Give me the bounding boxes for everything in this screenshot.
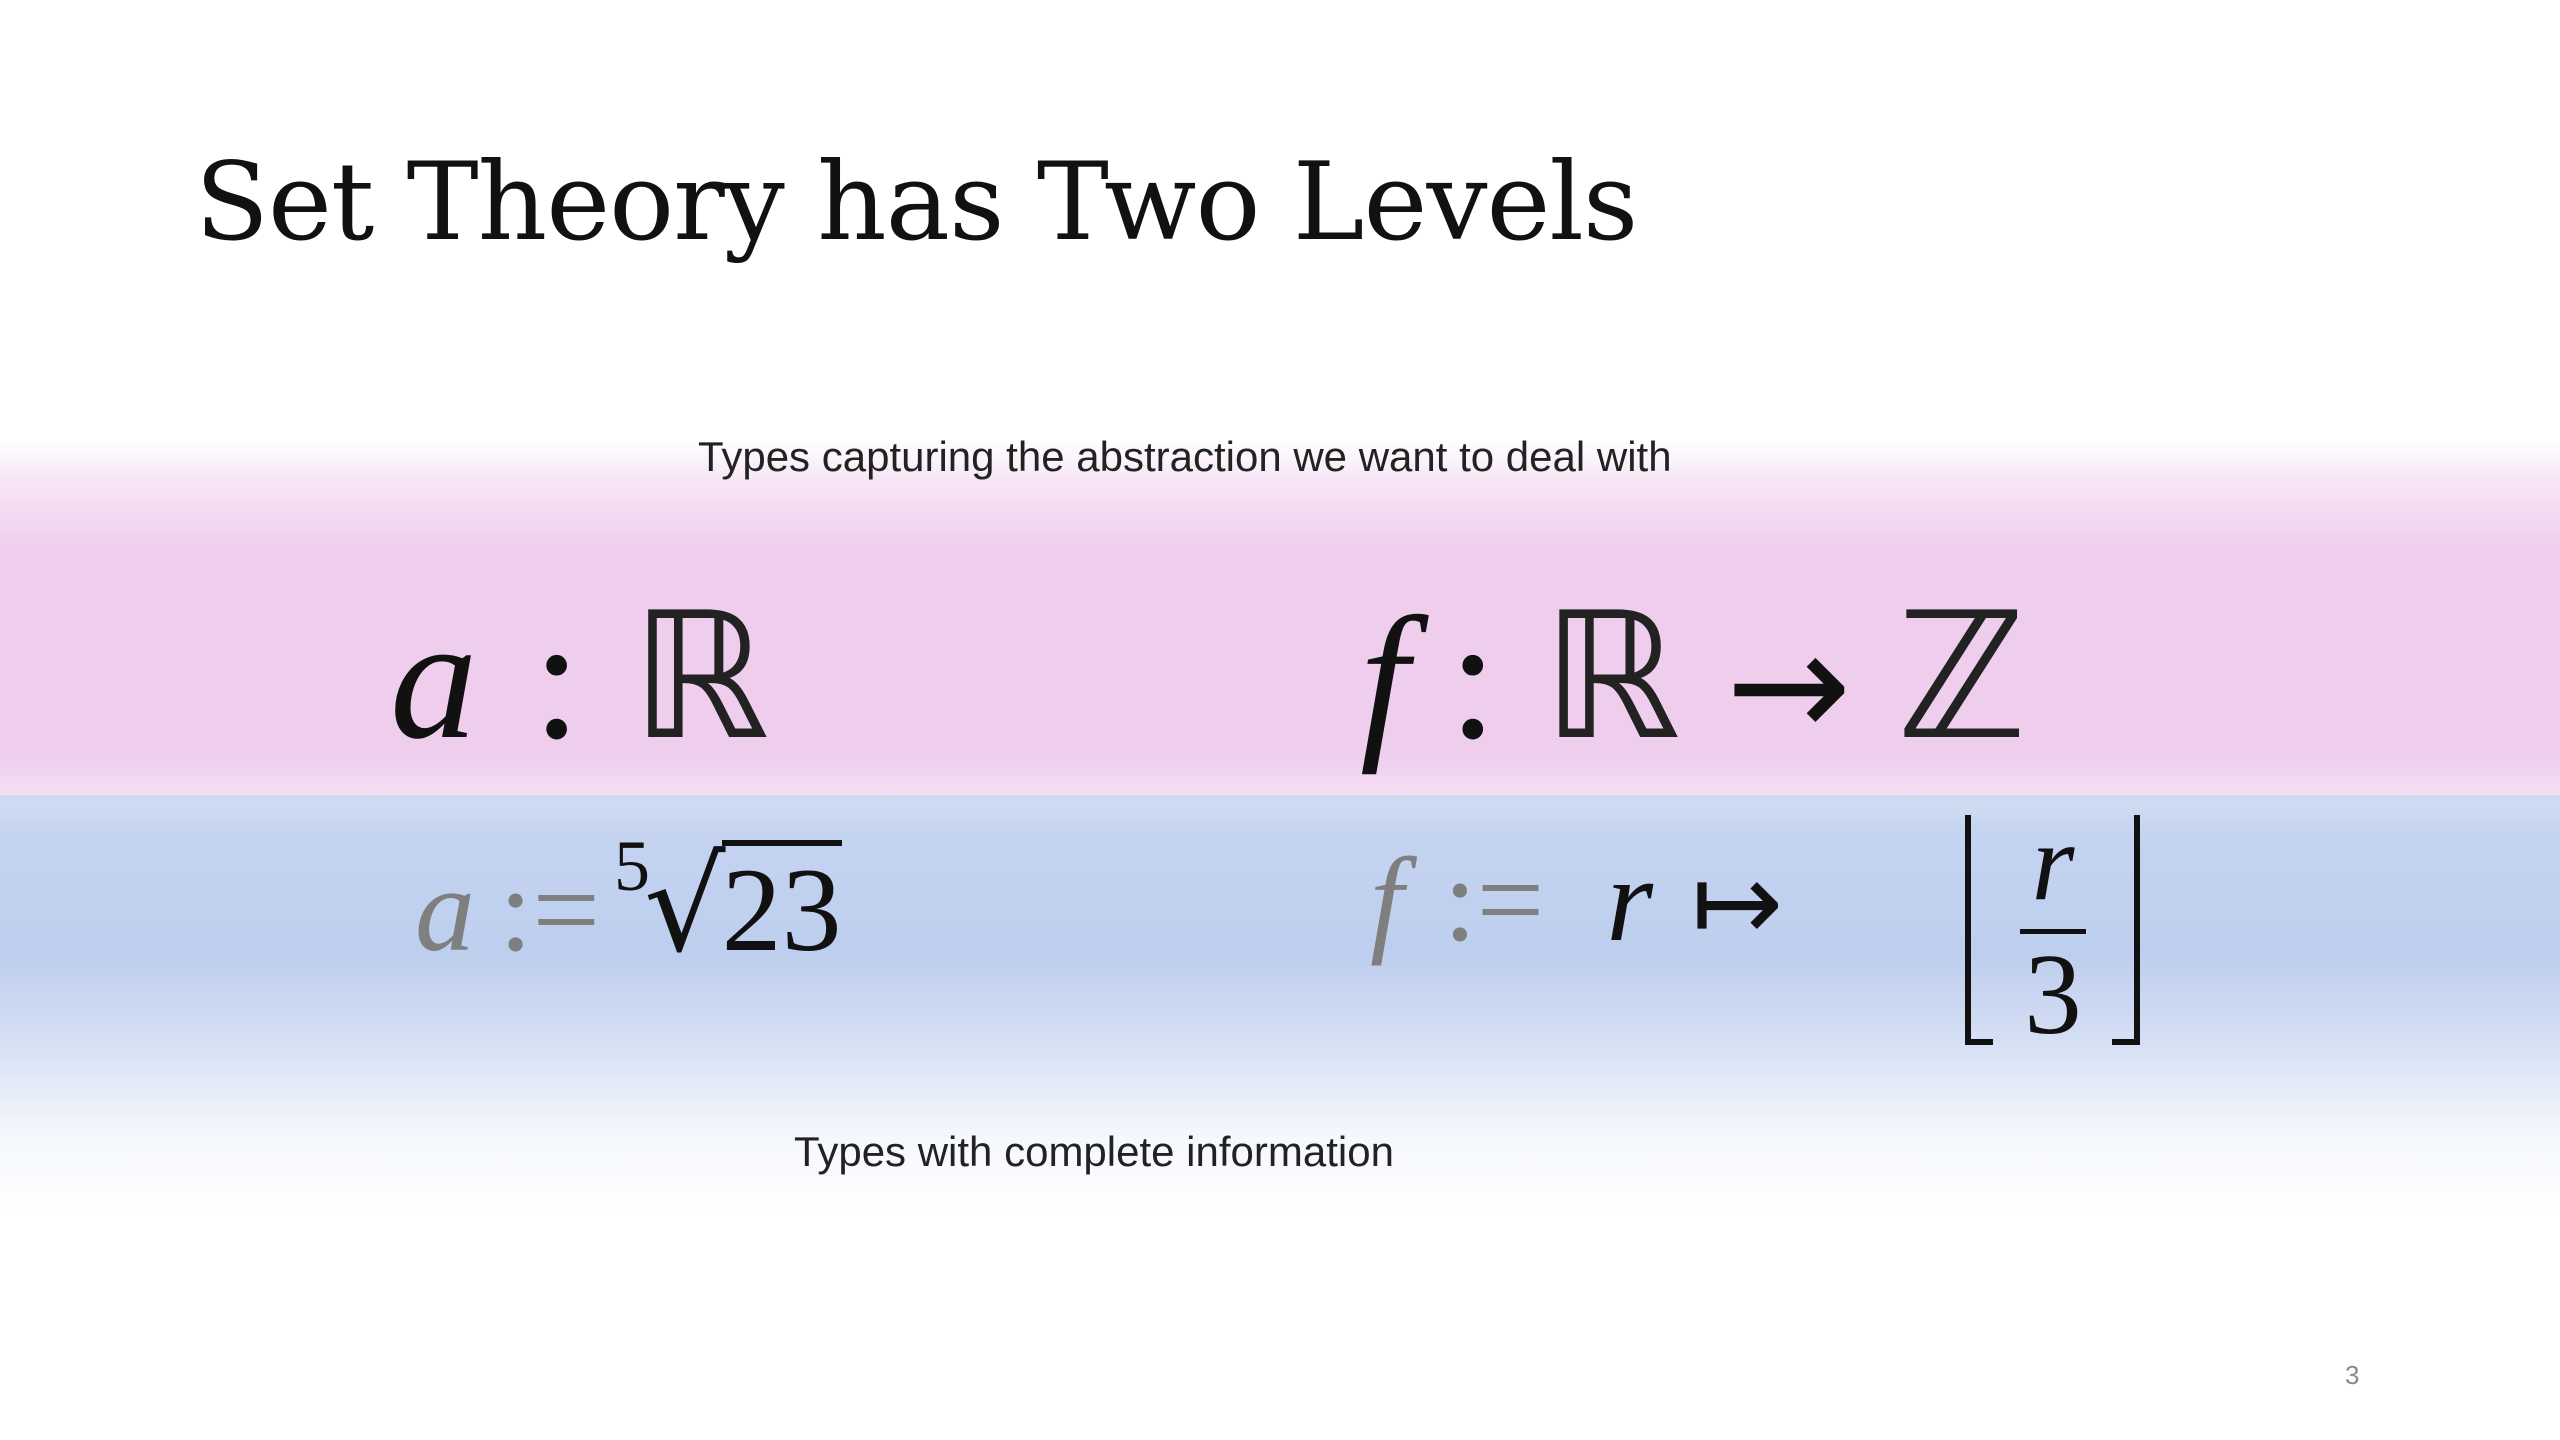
formula-f-type: f:ℝ→ℤ <box>1360 590 2027 766</box>
formula-a-value: a:=5√23 <box>415 830 842 971</box>
caption-information: Types with complete information <box>794 1128 1394 1175</box>
formula-a-type: a:ℝ <box>390 590 770 766</box>
reals-symbol: ℝ <box>631 576 770 779</box>
abstraction-band <box>0 440 2560 800</box>
var-a: a <box>415 843 475 976</box>
root-index: 5 <box>614 826 651 906</box>
information-band <box>0 795 2560 1215</box>
param-r: r <box>1606 833 1654 966</box>
integers-symbol: ℤ <box>1896 576 2027 779</box>
fraction-denominator: 3 <box>2024 931 2082 1058</box>
assign-symbol: := <box>499 843 601 976</box>
caption-abstraction: Types capturing the abstraction we want … <box>698 433 1672 480</box>
radical-symbol: √ <box>644 832 726 981</box>
var-f: f <box>1360 581 1409 775</box>
formula-f-value: f:=r↦ <box>1370 840 1843 960</box>
fraction-bar <box>2020 929 2086 934</box>
left-floor-bracket <box>1965 815 1993 1045</box>
colon: : <box>532 581 582 775</box>
var-a: a <box>390 581 478 775</box>
colon: : <box>1448 581 1498 775</box>
page-number: 3 <box>2345 1360 2360 1390</box>
floor-fraction: r 3 <box>1965 807 2140 1052</box>
var-f: f <box>1370 833 1404 966</box>
slide-title: Set Theory has Two Levels <box>195 140 1638 265</box>
arrow-symbol: → <box>1725 599 1852 773</box>
assign-symbol: := <box>1443 833 1545 966</box>
radicand: 23 <box>721 840 842 970</box>
reals-symbol: ℝ <box>1542 576 1681 779</box>
right-floor-bracket <box>2112 815 2140 1045</box>
fraction-numerator: r <box>2031 801 2075 923</box>
mapsto-symbol: ↦ <box>1691 838 1784 966</box>
